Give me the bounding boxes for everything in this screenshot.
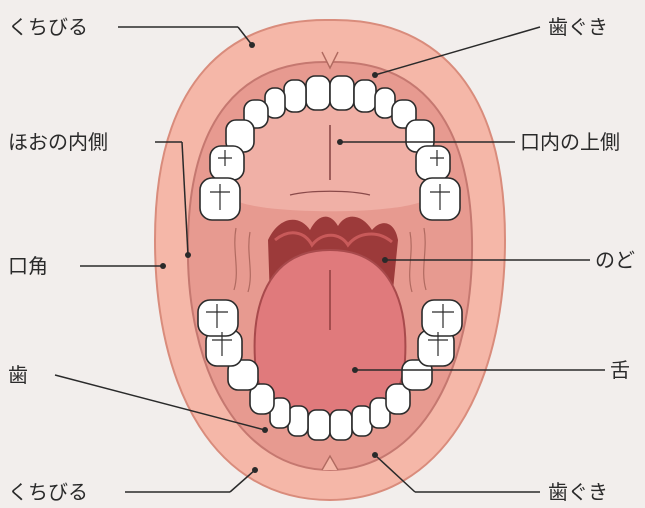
label-palate: 口内の上側: [520, 130, 620, 154]
label-inner-cheek: ほおの内側: [8, 130, 108, 154]
label-throat: のど: [595, 248, 635, 272]
label-gums-bottom: 歯ぐき: [548, 480, 608, 504]
label-mouth-corner: 口角: [8, 254, 48, 278]
label-lips-bottom: くちびる: [8, 480, 88, 504]
label-teeth: 歯: [8, 363, 28, 387]
label-tongue: 舌: [610, 358, 630, 382]
label-lips-top: くちびる: [8, 15, 88, 39]
label-gums-top: 歯ぐき: [548, 15, 608, 39]
